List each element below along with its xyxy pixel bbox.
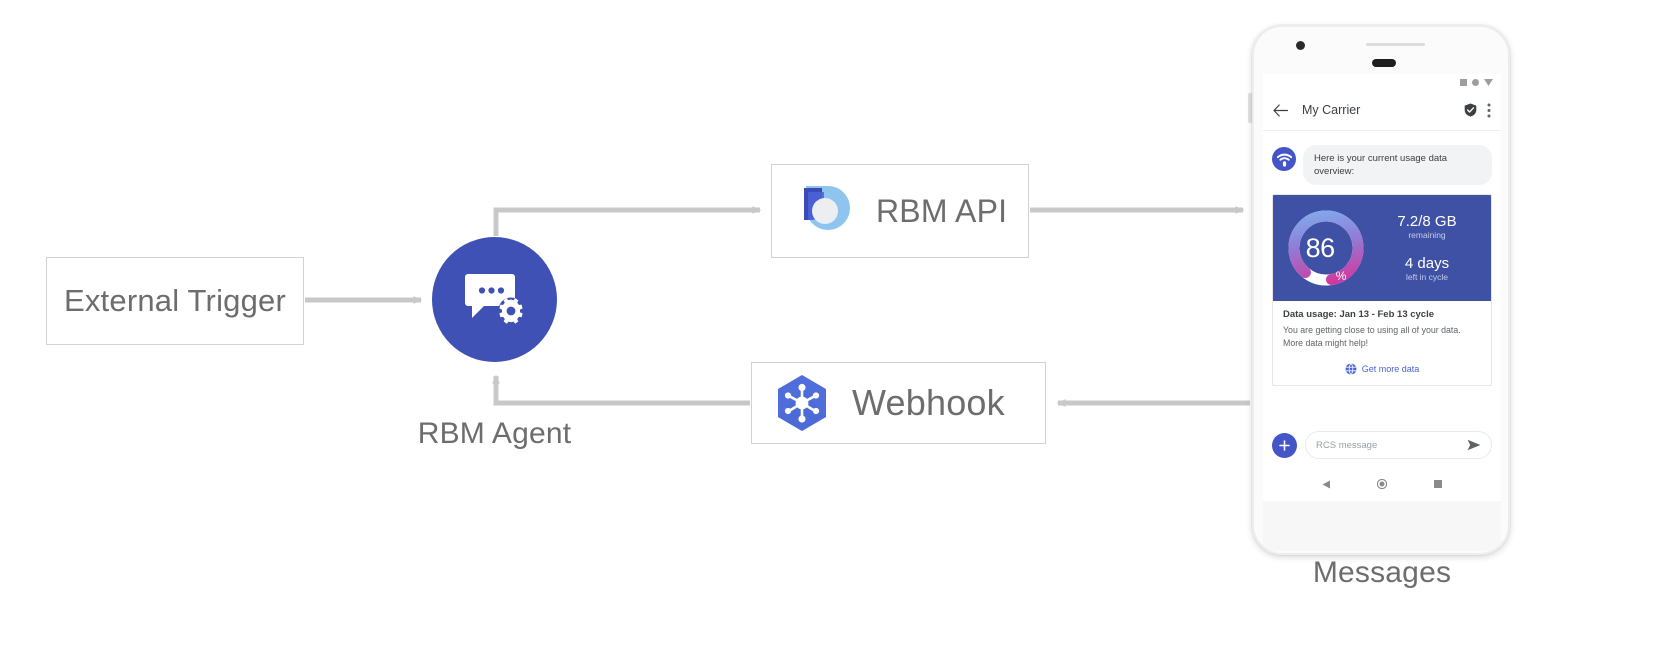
agent-message-row: Here is your current usage data overview… bbox=[1272, 145, 1492, 186]
data-usage-gauge: 86 % bbox=[1283, 205, 1369, 291]
stat-data-remaining: 7.2/8 GB remaining bbox=[1373, 213, 1481, 242]
connector-webhook-to-agent bbox=[492, 374, 750, 406]
gauge-ring-icon bbox=[1288, 210, 1364, 286]
rbm-api-label: RBM API bbox=[876, 192, 1008, 229]
rich-card-hero: 86 % 7.2/8 GB remaining 4 days left in c… bbox=[1273, 195, 1491, 302]
webhook-label: Webhook bbox=[852, 382, 1005, 423]
sim-square-icon bbox=[1460, 78, 1467, 86]
rcs-message-placeholder: RCS message bbox=[1316, 439, 1378, 451]
nav-back-triangle-icon[interactable] bbox=[1322, 480, 1331, 489]
signal-dot-icon bbox=[1472, 78, 1479, 86]
status-bar bbox=[1263, 74, 1501, 90]
back-arrow-icon[interactable] bbox=[1273, 103, 1288, 117]
gauge-percent-symbol: % bbox=[1335, 269, 1347, 284]
stat-caption: left in cycle bbox=[1405, 271, 1449, 282]
conversation-area: Here is your current usage data overview… bbox=[1263, 131, 1501, 443]
chat-bubble-gear-icon bbox=[464, 273, 523, 324]
stat-value: 7.2/8 GB bbox=[1397, 212, 1457, 230]
greeting-bubble: Here is your current usage data overview… bbox=[1303, 145, 1492, 186]
rbm-agent-node[interactable] bbox=[432, 237, 557, 362]
cloud-function-hexagon-icon bbox=[778, 375, 826, 431]
connector-agent-to-rbmapi bbox=[493, 206, 762, 236]
stat-days-left: 4 days left in cycle bbox=[1373, 255, 1481, 284]
phone-mockup: My Carrier Here bbox=[1252, 25, 1510, 555]
android-nav-bar bbox=[1263, 467, 1501, 501]
avatar bbox=[1272, 147, 1296, 171]
rbm-agent-label: RBM Agent bbox=[417, 417, 572, 450]
phone-chin bbox=[1263, 501, 1501, 551]
plus-icon bbox=[1279, 439, 1290, 451]
phone-front-camera-icon bbox=[1296, 41, 1305, 50]
rcs-agent-icon bbox=[1276, 153, 1292, 167]
rbm-api-node[interactable]: RBM API bbox=[771, 164, 1029, 258]
get-more-data-label: Get more data bbox=[1361, 363, 1420, 374]
external-trigger-node[interactable]: External Trigger bbox=[46, 257, 304, 345]
phone-power-button[interactable] bbox=[1248, 93, 1253, 123]
gauge-percent-number: 86 bbox=[1305, 232, 1336, 263]
send-icon[interactable] bbox=[1467, 439, 1481, 451]
rich-card-body: Data usage: Jan 13 - Feb 13 cycle You ar… bbox=[1273, 301, 1491, 354]
add-attachment-button[interactable] bbox=[1272, 432, 1297, 458]
rich-card-stats: 7.2/8 GB remaining 4 days left in cycle bbox=[1369, 213, 1481, 284]
message-composer: RCS message bbox=[1263, 423, 1501, 467]
gauge-value: 86 % bbox=[1283, 205, 1369, 291]
verified-shield-icon[interactable] bbox=[1464, 103, 1477, 117]
conversation-title: My Carrier bbox=[1302, 103, 1361, 117]
globe-icon bbox=[1345, 363, 1357, 375]
stat-value: 4 days bbox=[1404, 254, 1450, 272]
webhook-node[interactable]: Webhook bbox=[751, 362, 1046, 444]
phone-screen: My Carrier Here bbox=[1263, 74, 1501, 501]
rcs-message-input[interactable]: RCS message bbox=[1305, 431, 1492, 459]
messages-label: Messages bbox=[1312, 556, 1452, 589]
rich-card[interactable]: 86 % 7.2/8 GB remaining 4 days left in c… bbox=[1272, 194, 1492, 386]
get-more-data-button[interactable]: Get more data bbox=[1273, 354, 1491, 385]
app-bar: My Carrier bbox=[1263, 90, 1501, 131]
phone-earpiece bbox=[1372, 59, 1396, 67]
nav-recents-square-icon[interactable] bbox=[1433, 480, 1442, 488]
wifi-triangle-icon bbox=[1484, 78, 1493, 86]
external-trigger-label: External Trigger bbox=[63, 283, 287, 318]
stat-caption: remaining bbox=[1408, 229, 1446, 240]
rich-card-title: Data usage: Jan 13 - Feb 13 cycle bbox=[1283, 309, 1435, 321]
rbm-api-logo-icon bbox=[802, 186, 850, 230]
more-vertical-icon[interactable] bbox=[1487, 103, 1491, 118]
phone-speaker-grill bbox=[1366, 43, 1425, 46]
rich-card-description: You are getting close to using all of yo… bbox=[1283, 325, 1461, 348]
nav-home-circle-icon[interactable] bbox=[1377, 479, 1388, 489]
